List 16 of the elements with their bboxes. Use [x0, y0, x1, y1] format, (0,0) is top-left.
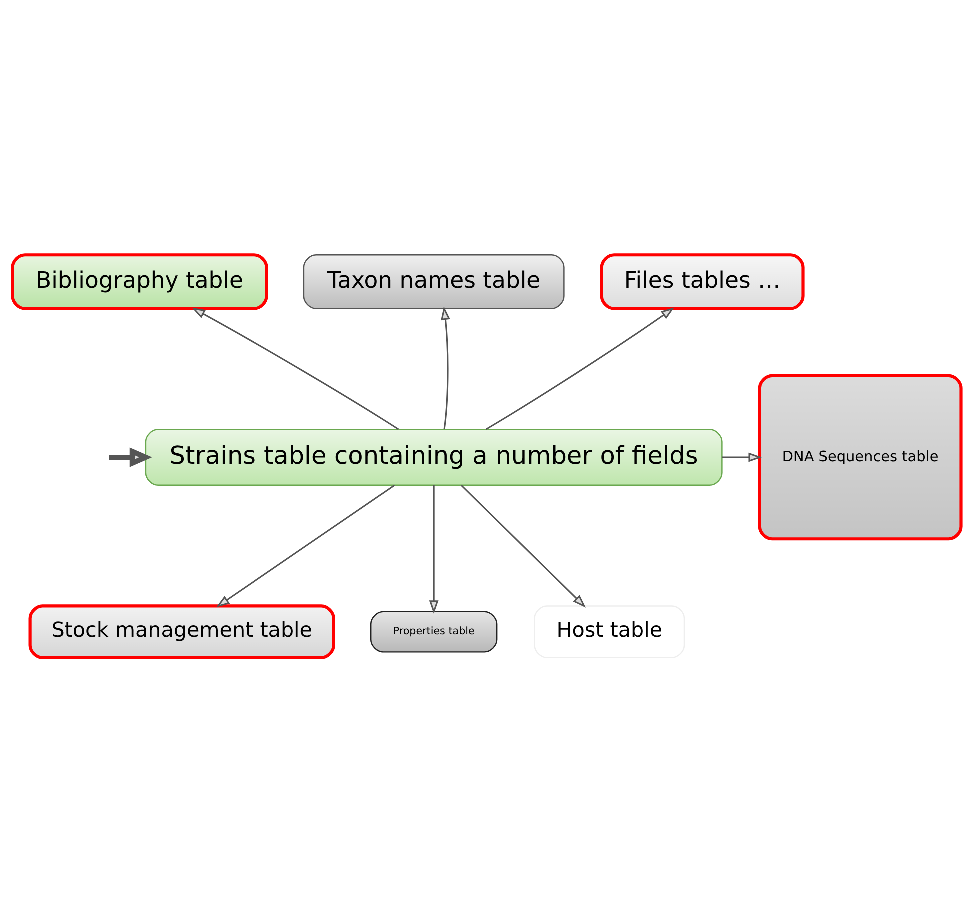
arrow [722, 452, 762, 462]
node-box: Stock management table [28, 604, 336, 659]
arrow [460, 484, 586, 608]
node-box: Files tables … [600, 253, 805, 310]
arrow [109, 447, 152, 467]
arrow [429, 485, 439, 614]
node-box: DNA Sequences table [758, 374, 963, 540]
node-box: Properties table [370, 610, 498, 652]
arrow [192, 307, 400, 430]
node-box: Bibliography table [11, 253, 268, 310]
arrow [216, 484, 396, 608]
node-box: Strains table containing a number of fields [145, 428, 723, 486]
node-box: Taxon names table [303, 254, 565, 309]
arrow [486, 307, 675, 430]
node-box: Host table [534, 605, 686, 658]
arrow [441, 306, 450, 430]
